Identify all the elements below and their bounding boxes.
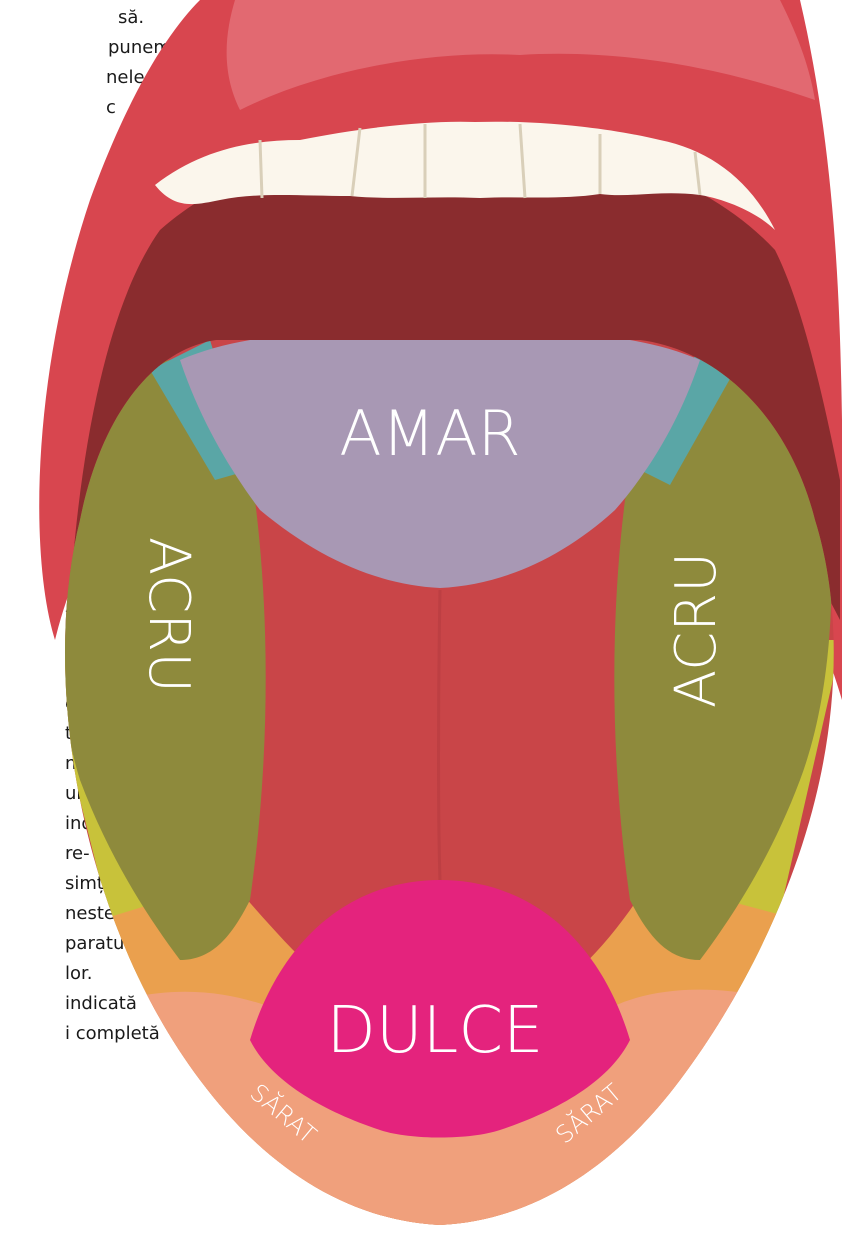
label-bitter: AMAR: [339, 397, 520, 470]
label-sour-left: ACRU: [136, 537, 201, 693]
label-sour-right: ACRU: [664, 552, 729, 708]
label-sweet: DULCE: [327, 994, 544, 1068]
